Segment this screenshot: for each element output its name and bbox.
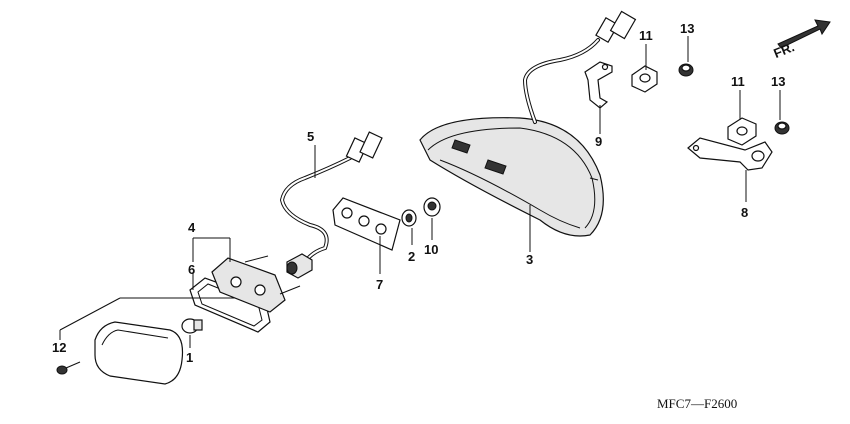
callout-8: 8 (741, 205, 748, 220)
part-10-grommet (423, 197, 441, 217)
callout-3: 3 (526, 252, 533, 267)
callout-4: 4 (188, 220, 196, 235)
callout-7: 7 (376, 277, 383, 292)
front-direction-label: FR. (771, 39, 796, 61)
part-8-bracket-arm (687, 137, 773, 171)
callout-11-lower: 11 (731, 74, 745, 89)
callout-12: 12 (52, 340, 66, 355)
part-13-nut-upper (678, 63, 694, 77)
callout-10: 10 (424, 242, 438, 257)
part-12-screw (56, 361, 81, 375)
part-2-collar (401, 209, 417, 227)
part-13-nut-lower (774, 121, 790, 135)
lens-cover (94, 321, 184, 385)
part-1-bulb (181, 318, 203, 334)
callout-13-lower: 13 (771, 74, 785, 89)
front-direction-arrow: FR. (771, 19, 831, 61)
part-7-gasket-plate (332, 197, 401, 251)
part-4-lens-base (211, 255, 301, 313)
part-9-bracket (584, 61, 613, 109)
callout-11-upper: 11 (639, 28, 653, 43)
leader-lines (59, 36, 781, 348)
callout-1: 1 (186, 350, 193, 365)
callout-6: 6 (188, 262, 195, 277)
part-5-socket-wire (279, 131, 383, 279)
callout-13-upper: 13 (680, 21, 694, 36)
diagram-code: MFC7—F2600 (657, 396, 737, 411)
part-11-clip-lower (727, 117, 757, 146)
callout-5: 5 (307, 129, 314, 144)
callout-9: 9 (595, 134, 602, 149)
part-3-taillight-housing (419, 10, 637, 237)
callout-2: 2 (408, 249, 415, 264)
part-11-clip-upper (631, 65, 658, 93)
part-6-gasket (189, 277, 271, 333)
